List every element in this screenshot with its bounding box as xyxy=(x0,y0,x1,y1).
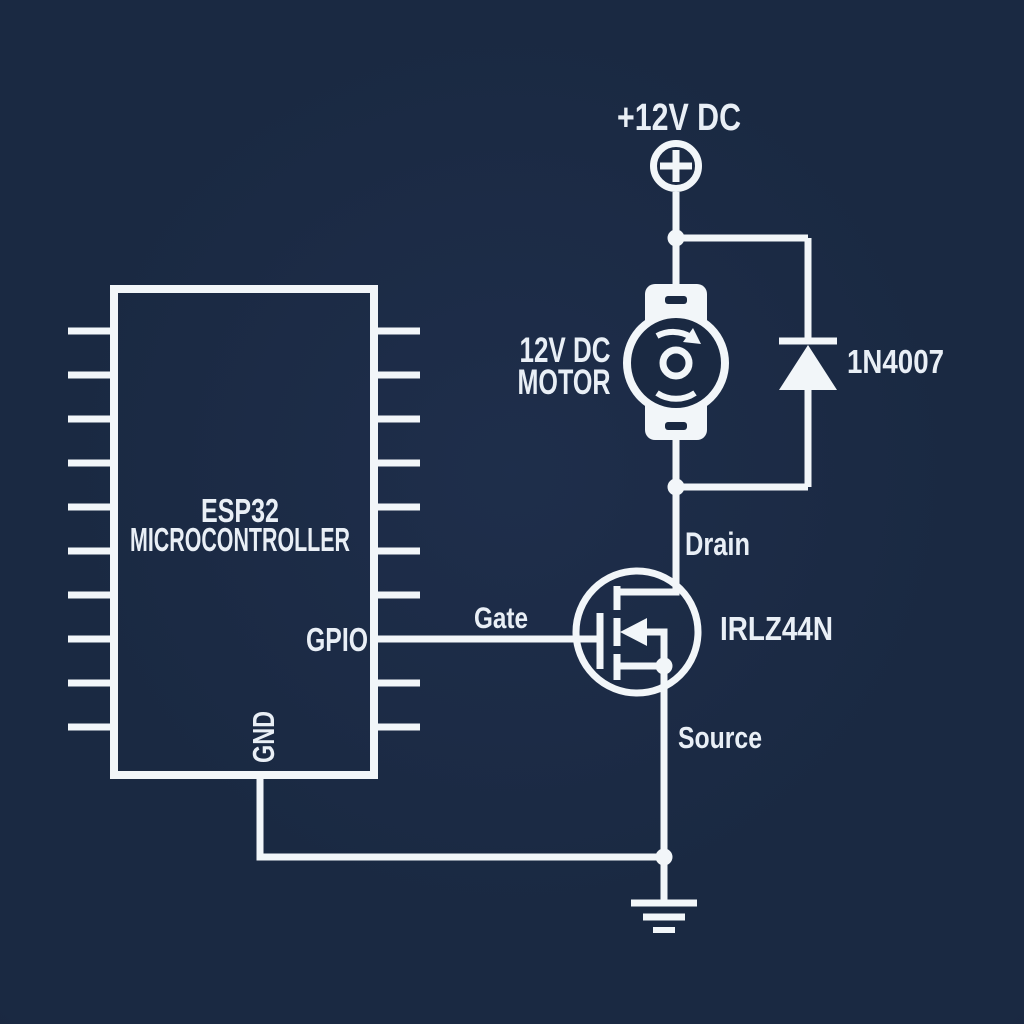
ground-symbol xyxy=(631,857,697,933)
diode-part-label: 1N4007 xyxy=(847,343,944,380)
esp32-name-line1: ESP32 xyxy=(201,492,279,529)
dc-motor: 12V DC MOTOR xyxy=(518,284,729,440)
esp32-left-pins xyxy=(68,327,112,731)
motor-brush-notch xyxy=(665,296,687,304)
gnd-wire xyxy=(256,775,664,861)
supply-voltage-label: +12V DC xyxy=(617,97,741,139)
motor-label-line2: MOTOR xyxy=(518,363,611,402)
mosfet: Gate Drain IRLZ44N Source xyxy=(474,526,833,857)
junction-dot xyxy=(655,657,673,675)
junction-dot xyxy=(667,478,685,496)
junction-dot xyxy=(667,229,685,247)
drain-label: Drain xyxy=(685,526,750,562)
mosfet-body-arrow-icon xyxy=(620,618,647,646)
gpio-pin-label: GPIO xyxy=(306,621,368,658)
power-source: +12V DC xyxy=(617,97,741,192)
esp32-microcontroller-block: ESP32 MICROCONTROLLER GPIO GND xyxy=(68,285,420,779)
source-label: Source xyxy=(678,720,762,755)
motor-shaft-icon xyxy=(659,346,693,380)
esp32-name-line2: MICROCONTROLLER xyxy=(130,521,350,558)
motor-to-drain-rail-wire xyxy=(672,440,808,491)
positive-terminal-icon xyxy=(650,140,702,192)
motor-symbol xyxy=(623,310,729,416)
mosfet-body-lead xyxy=(645,628,668,666)
mosfet-symbol xyxy=(572,567,702,697)
rotation-arrowhead-icon xyxy=(683,328,701,344)
diode-triangle-icon xyxy=(779,345,837,390)
motor-label-line1: 12V DC xyxy=(520,331,611,370)
mosfet-part-label: IRLZ44N xyxy=(720,610,833,647)
motor-brush-notch xyxy=(665,422,687,430)
gate-label: Gate xyxy=(474,602,528,635)
esp32-body-outline xyxy=(110,285,378,779)
gnd-pin-label: GND xyxy=(246,711,281,763)
rotation-arc-icon xyxy=(655,390,697,402)
flyback-diode: 1N4007 xyxy=(779,238,944,487)
junction-dot xyxy=(655,848,673,866)
esp32-right-pins xyxy=(376,327,420,731)
drain-lead-wire xyxy=(617,487,680,596)
